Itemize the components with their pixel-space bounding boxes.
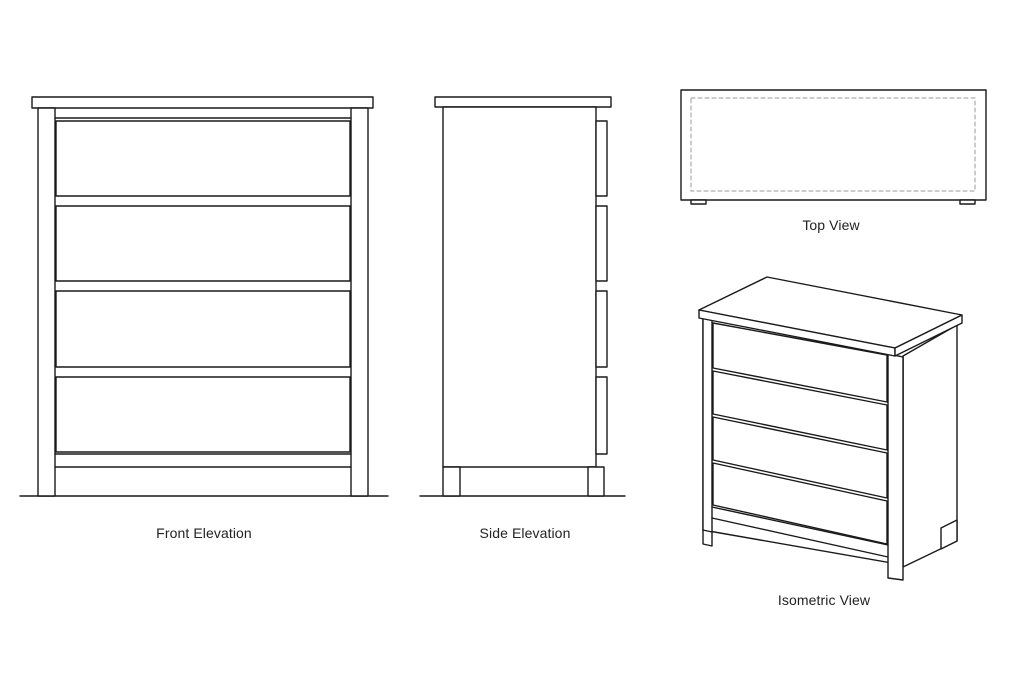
iso-drawer-1	[712, 322, 888, 403]
side-top-slab	[434, 96, 612, 108]
side-back-leg	[442, 466, 461, 497]
front-drawer-4	[55, 376, 351, 453]
side-drawer-front-3	[595, 290, 608, 368]
top-hidden-body-line	[690, 97, 976, 192]
side-front-leg	[587, 466, 605, 497]
top-view-label: Top View	[802, 217, 860, 233]
front-elevation-label: Front Elevation	[156, 525, 252, 541]
iso-right-front-post	[887, 353, 904, 581]
iso-drawer-3	[712, 416, 888, 499]
top-outline	[680, 89, 987, 201]
iso-drawer-4	[712, 462, 888, 545]
iso-top-right-edge	[894, 314, 963, 357]
front-left-post	[37, 107, 56, 497]
top-right-foot	[959, 199, 976, 205]
side-elevation-view	[419, 96, 626, 497]
front-drawer-1	[55, 120, 351, 197]
front-top-slab	[31, 96, 374, 109]
top-view	[680, 89, 987, 205]
side-elevation-label: Side Elevation	[479, 525, 571, 541]
iso-back-right-leg	[940, 519, 958, 550]
iso-drawer-2	[712, 370, 888, 451]
front-elevation-view	[19, 96, 389, 497]
top-left-foot	[690, 199, 707, 205]
side-drawer-front-4	[595, 376, 608, 455]
isometric-view-label: Isometric View	[777, 592, 871, 608]
iso-left-front-leg	[702, 529, 713, 547]
side-drawer-front-2	[595, 205, 608, 282]
front-drawer-2	[55, 205, 351, 282]
iso-bottom-rail	[711, 506, 889, 546]
front-right-post	[350, 107, 369, 497]
front-drawer-3	[55, 290, 351, 368]
iso-left-front-post	[702, 317, 713, 533]
iso-bottom-rail-lower	[711, 517, 889, 558]
isometric-view	[698, 276, 963, 581]
side-body-panel	[442, 106, 597, 468]
side-drawer-front-1	[595, 120, 608, 197]
